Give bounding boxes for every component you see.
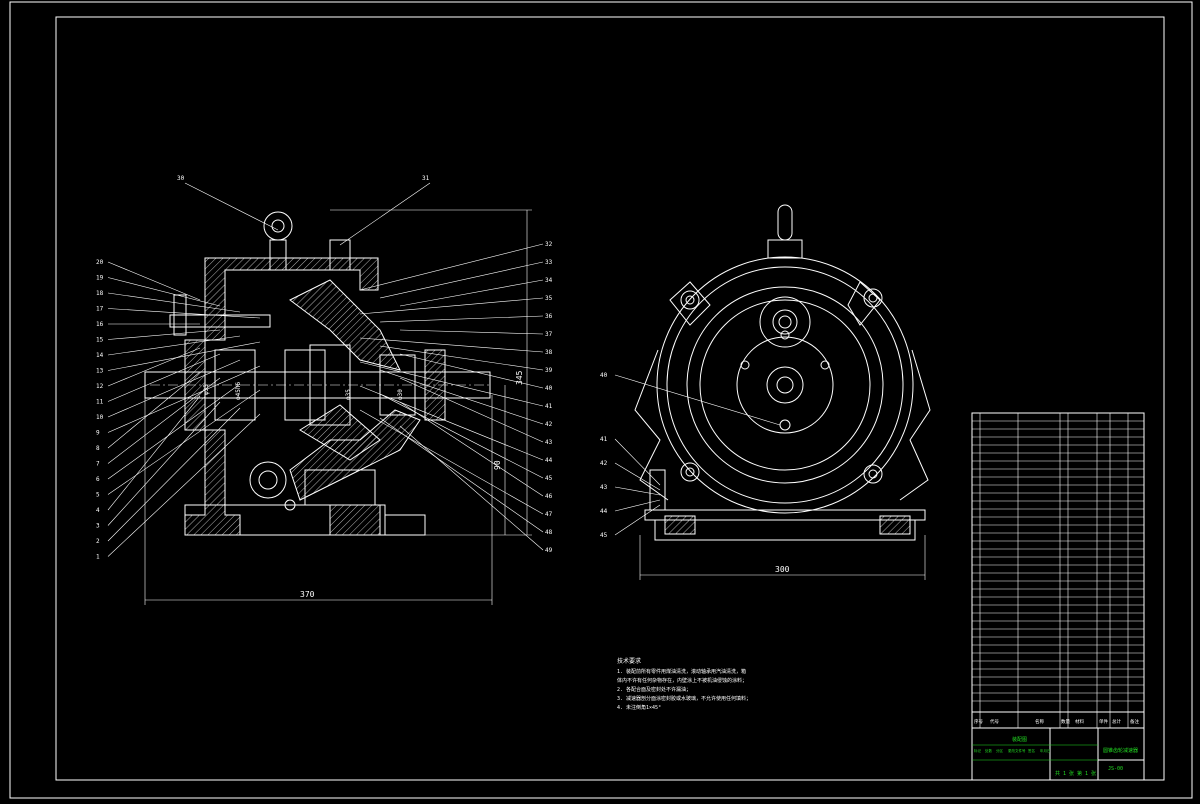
- width-dim-right: 300: [775, 565, 790, 574]
- dimensions-left: 370 345 90: [144, 209, 532, 605]
- callout-f-43: 43: [600, 484, 608, 491]
- notes-title: 技术要求: [617, 657, 641, 665]
- notes-line-2: 体内不许有任何杂物存在，内壁涂上不被机油侵蚀的涂料；: [617, 677, 747, 684]
- front-view: 300: [634, 204, 931, 580]
- callout-19: 19: [96, 275, 104, 282]
- callout-15: 15: [96, 337, 104, 344]
- header-col-5: 单件: [1099, 718, 1108, 725]
- title-block-drawing-name: 圆锥齿轮减速器: [1103, 747, 1138, 754]
- sig-col-3: 更改文件号: [1008, 748, 1026, 753]
- title-block: 装配图 圆锥齿轮减速器 JS-00 共 1 张 第 1 张 序号代号 名称 数量材料…: [971, 412, 1145, 781]
- callout-f-41: 41: [600, 436, 608, 443]
- callout-9: 9: [96, 430, 100, 437]
- sig-col-1: 处数: [985, 748, 993, 753]
- callout-r-32: 32: [545, 241, 553, 248]
- width-dim-left: 370: [300, 590, 315, 599]
- callout-8: 8: [96, 445, 100, 452]
- header-col-6: 总计: [1112, 718, 1121, 725]
- callout-r-41: 41: [545, 403, 553, 410]
- height-dim-outer: 345: [515, 370, 524, 385]
- title-block-sheet: 共 1 张 第 1 张: [1055, 770, 1096, 777]
- sig-col-5: 年月日: [1040, 748, 1051, 753]
- callout-6: 6: [96, 476, 100, 483]
- callout-10: 10: [96, 414, 104, 421]
- callout-12: 12: [96, 383, 104, 390]
- callout-r-37: 37: [545, 331, 553, 338]
- callout-f-40: 40: [600, 372, 608, 379]
- callout-r-42: 42: [545, 421, 553, 428]
- callout-f-45: 45: [600, 532, 608, 539]
- callout-30: 30: [177, 175, 185, 182]
- callout-17: 17: [96, 306, 104, 313]
- sig-col-4: 签名: [1028, 748, 1035, 753]
- callout-4: 4: [96, 507, 100, 514]
- callout-r-34: 34: [545, 277, 553, 284]
- notes-line-3: 2. 各配合面及密封处不许漏油；: [617, 686, 691, 693]
- callout-r-43: 43: [545, 439, 553, 446]
- callout-31: 31: [422, 175, 430, 182]
- sig-col-2: 分区: [996, 748, 1004, 753]
- sig-col-0: 标记: [974, 748, 982, 753]
- header-col-3: 数量: [1061, 718, 1070, 725]
- header-col-4: 材料: [1075, 718, 1084, 725]
- callout-5: 5: [96, 492, 100, 499]
- callout-r-47: 47: [545, 511, 553, 518]
- callout-r-49: 49: [545, 547, 553, 554]
- height-dim-inner: 90: [493, 460, 502, 470]
- callout-3: 3: [96, 523, 100, 530]
- callout-11: 11: [96, 399, 104, 406]
- callout-r-35: 35: [545, 295, 553, 302]
- callout-20: 20: [96, 259, 104, 266]
- header-col-2: 名称: [1035, 718, 1044, 725]
- title-block-drawing-no: JS-00: [1108, 766, 1123, 772]
- svg-text:φ35: φ35: [345, 389, 352, 400]
- callout-r-33: 33: [545, 259, 553, 266]
- callout-f-42: 42: [600, 460, 608, 467]
- header-col-0: 序号: [974, 718, 983, 725]
- callout-r-36: 36: [545, 313, 553, 320]
- callout-14: 14: [96, 352, 104, 359]
- callout-16: 16: [96, 321, 104, 328]
- callout-2: 2: [96, 538, 100, 545]
- callout-r-38: 38: [545, 349, 553, 356]
- callout-f-44: 44: [600, 508, 608, 515]
- svg-text:φ45h6: φ45h6: [235, 382, 242, 400]
- sheet-outer-border: [9, 1, 1193, 799]
- sheet-inner-border: [55, 16, 1165, 781]
- callout-18: 18: [96, 290, 104, 297]
- header-col-7: 备注: [1130, 718, 1139, 725]
- callout-r-48: 48: [545, 529, 553, 536]
- notes-line-5: 4. 未注倒角1×45°: [617, 704, 661, 711]
- callout-1: 1: [96, 554, 100, 561]
- technical-notes: 技术要求 1. 装配前所有零件用煤油清洗，滚动轴承用汽油清洗，箱 体内不许有任何…: [617, 657, 751, 711]
- callout-7: 7: [96, 461, 100, 468]
- header-col-1: 代号: [990, 718, 999, 725]
- svg-text:φ30: φ30: [397, 389, 404, 400]
- notes-line-4: 3. 减速器剖分面涂密封胶或水玻璃，不允许使用任何填料；: [617, 695, 751, 702]
- callout-r-44: 44: [545, 457, 553, 464]
- callout-13: 13: [96, 368, 104, 375]
- callout-r-40: 40: [545, 385, 553, 392]
- callout-r-46: 46: [545, 493, 553, 500]
- title-block-company: 装配图: [1012, 736, 1027, 743]
- notes-line-1: 1. 装配前所有零件用煤油清洗，滚动轴承用汽油清洗，箱: [617, 668, 746, 675]
- callout-r-39: 39: [545, 367, 553, 374]
- callout-r-45: 45: [545, 475, 553, 482]
- sectional-view: φ35 φ45h6 φ35 φ30: [144, 211, 491, 536]
